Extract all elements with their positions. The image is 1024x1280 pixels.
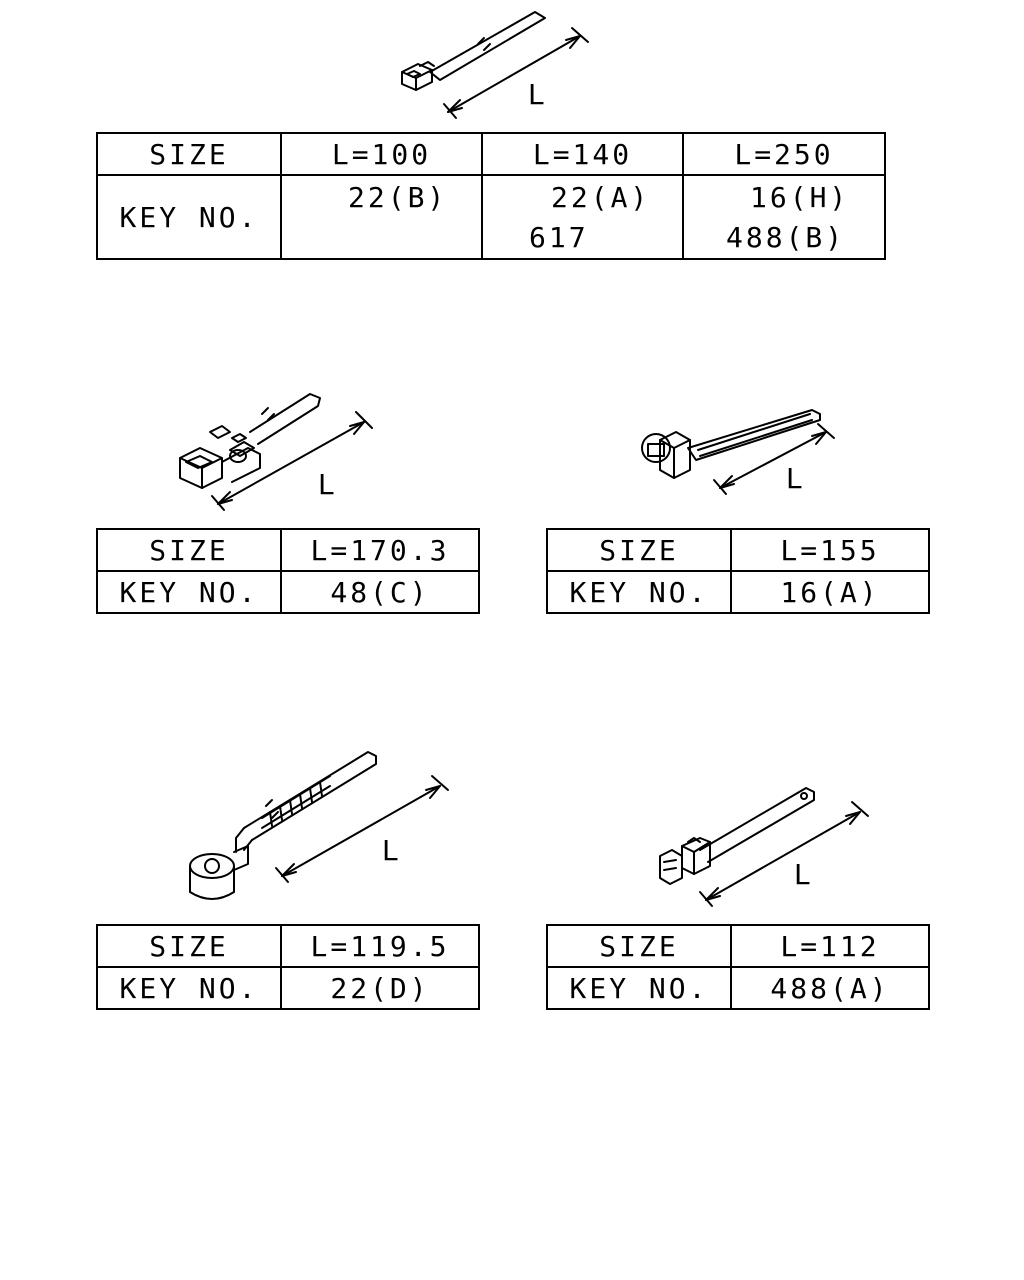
size-header: SIZE xyxy=(546,528,732,572)
size-header: SIZE xyxy=(96,528,282,572)
size-key-table-mid-left: SIZE L=170.3 KEY NO. 48(C) xyxy=(96,528,480,614)
table-row: KEY NO. 16(A) xyxy=(546,570,930,614)
size-header: SIZE xyxy=(546,924,732,968)
cable-tie-clip-l119 xyxy=(189,751,449,900)
size-key-table-mid-right: SIZE L=155 KEY NO. 16(A) xyxy=(546,528,930,614)
size-key-table-bottom-left: SIZE L=119.5 KEY NO. 22(D) xyxy=(96,924,480,1010)
size-value: L=170.3 xyxy=(280,528,480,572)
size-value: L=250 xyxy=(682,132,886,176)
table-row: SIZE L=112 xyxy=(546,924,930,968)
key-no-header: KEY NO. xyxy=(546,966,732,1010)
size-value: L=100 xyxy=(280,132,483,176)
table-row: KEY NO. 22(D) xyxy=(96,966,480,1010)
size-key-table-bottom-right: SIZE L=112 KEY NO. 488(A) xyxy=(546,924,930,1010)
dimension-label-mid-left: L xyxy=(318,468,334,501)
key-no-value: 22(B) xyxy=(348,181,448,214)
cable-tie-clip-l155 xyxy=(641,409,835,495)
size-value: L=112 xyxy=(730,924,930,968)
table-row: SIZE L=170.3 xyxy=(96,528,480,572)
size-value: L=155 xyxy=(730,528,930,572)
size-header: SIZE xyxy=(96,132,282,176)
table-row: SIZE L=119.5 xyxy=(96,924,480,968)
table-row: SIZE L=155 xyxy=(546,528,930,572)
key-no-header: KEY NO. xyxy=(96,570,282,614)
cable-tie-clip-l100-250 xyxy=(401,11,589,119)
key-no-value: 617 xyxy=(529,221,589,254)
size-header: SIZE xyxy=(96,924,282,968)
key-no-value: 16(H) xyxy=(750,181,850,214)
key-no-value: 48(C) xyxy=(280,570,480,614)
key-no-header: KEY NO. xyxy=(96,174,282,260)
key-no-cell: 16(H) 488(B) xyxy=(682,174,886,260)
table-row: KEY NO. 22(B) 22(A) 617 16(H) 488(B) xyxy=(96,174,886,260)
dimension-label-mid-right: L xyxy=(786,462,802,495)
table-row: SIZE L=100 L=140 L=250 xyxy=(96,132,886,176)
key-no-value: 488(A) xyxy=(730,966,930,1010)
key-no-header: KEY NO. xyxy=(546,570,732,614)
table-row: KEY NO. 488(A) xyxy=(546,966,930,1010)
key-no-value: 22(A) xyxy=(551,181,651,214)
cable-tie-clip-l112 xyxy=(659,787,869,907)
size-value: L=119.5 xyxy=(280,924,480,968)
key-no-cell: 22(B) xyxy=(280,174,483,260)
key-no-header: KEY NO. xyxy=(96,966,282,1010)
key-no-cell: 22(A) 617 xyxy=(481,174,684,260)
dimension-label-bottom-left: L xyxy=(382,834,398,867)
key-no-value: 22(D) xyxy=(280,966,480,1010)
key-no-value: 488(B) xyxy=(726,221,846,254)
cable-tie-clip-l170 xyxy=(179,393,373,511)
table-row: KEY NO. 48(C) xyxy=(96,570,480,614)
size-value: L=140 xyxy=(481,132,684,176)
dimension-label-bottom-right: L xyxy=(794,858,810,891)
dimension-label-top: L xyxy=(528,78,544,111)
size-key-table-top: SIZE L=100 L=140 L=250 KEY NO. 22(B) 22(… xyxy=(96,132,886,260)
key-no-value: 16(A) xyxy=(730,570,930,614)
